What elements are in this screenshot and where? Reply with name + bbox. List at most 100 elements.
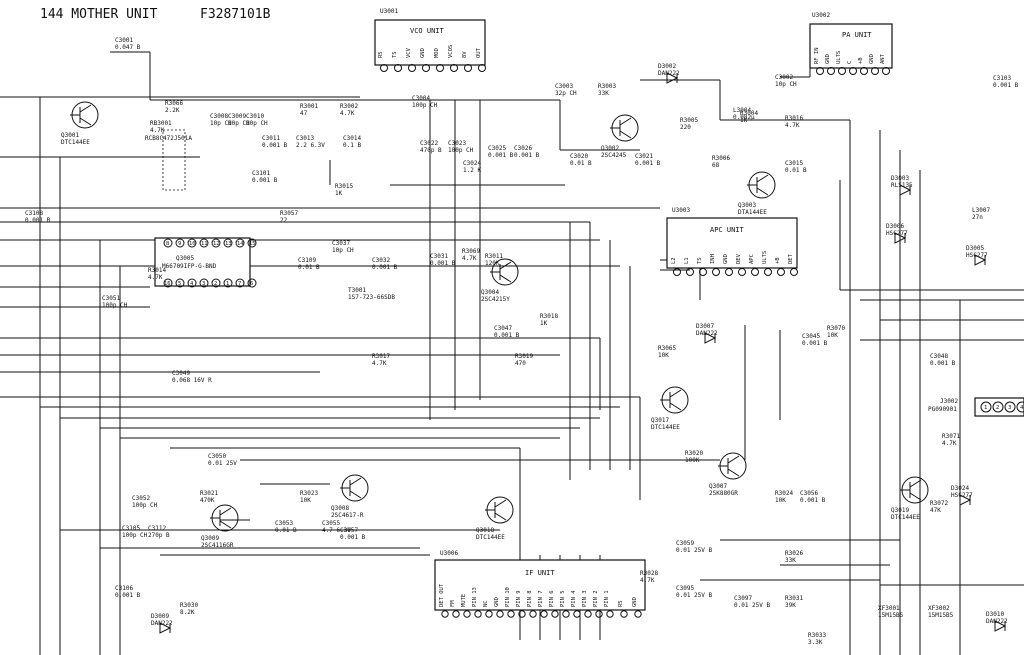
capacitor-ref: C3014 — [343, 135, 361, 142]
resistor-value: 10K — [775, 497, 786, 504]
capacitor-value: 0.01 B — [275, 527, 297, 534]
apc-pin: DEV — [736, 253, 742, 264]
part-number: F3287101B — [200, 7, 271, 22]
vco-pin: VCV — [406, 47, 412, 58]
apc-unit: U3003 APC UNIT L2 L1 TS INH GND DEV APC … — [666, 207, 798, 276]
diode-ref: D3009 — [151, 613, 169, 620]
resistor-ref: R3011 — [485, 253, 503, 260]
pa-pin: GND — [825, 54, 831, 64]
capacitor-value: 0.001 B — [262, 142, 288, 149]
capacitor-value: 0.01 B — [570, 160, 592, 167]
resistor-value: 4.7K — [148, 274, 163, 281]
component-value: 1S7-723-66SDB — [348, 294, 395, 301]
capacitor-ref: C3106 — [115, 585, 133, 592]
capacitor-value: 0.001 B — [930, 360, 956, 367]
ic-pin: 16 — [164, 281, 171, 287]
capacitor-ref: C3095 — [676, 585, 694, 592]
capacitor-ref: C3015 — [785, 160, 803, 167]
component-value: 0.082μ — [733, 114, 755, 121]
apc-pin: GND — [723, 254, 729, 264]
diode-part: HSC277 — [886, 230, 908, 237]
capacitor-ref: C3053 — [275, 520, 293, 527]
capacitor-ref: C3009 — [228, 113, 246, 120]
pa-unit-title: PA UNIT — [842, 31, 872, 39]
diode-ref: D3005 — [966, 245, 984, 252]
capacitor-ref: C3045 — [802, 333, 820, 340]
capacitor-value: 1.2 K — [463, 167, 481, 174]
ic-pin: 5 — [178, 281, 181, 287]
capacitor-value: 2.2 6.3V — [296, 142, 325, 149]
resistor-ref: R3065 — [658, 345, 676, 352]
if-pin: PIN 4 — [571, 590, 577, 607]
capacitor-ref: C3056 — [800, 490, 818, 497]
capacitor-value: 100p CH — [448, 147, 474, 154]
capacitor-value: 270p B — [148, 532, 170, 539]
capacitor-ref: C3052 — [132, 495, 150, 502]
resistor-ref: R3018 — [540, 313, 558, 320]
if-pin: PIN 2 — [593, 590, 599, 607]
capacitor-value: 10p CH — [210, 120, 232, 127]
transistor-ref: Q3002 — [601, 145, 619, 152]
apc-pin: L1 — [684, 257, 690, 264]
capacitor-value: 0.001 B — [252, 177, 278, 184]
resistor-value: 47K — [930, 507, 941, 514]
capacitor-value: 0.1 B — [343, 142, 361, 149]
resistor-ref: R3020 — [685, 450, 703, 457]
diode-part: RLS135 — [891, 182, 913, 189]
resistor-ref: R3001 — [300, 103, 318, 110]
capacitor-value: 0.01 25V B — [734, 602, 771, 609]
ic-pin: 2 — [214, 281, 217, 287]
apc-pin: ULTS — [762, 251, 768, 264]
resistor-value: 47 — [300, 110, 308, 117]
capacitor-ref: C3002 — [775, 74, 793, 81]
transistor-ref: Q3007 — [709, 483, 727, 490]
vco-unit-pins: R5 TS VCV GND MOD VCOS 8V OUT — [378, 45, 482, 58]
capacitor-value: 0.01 25V B — [676, 547, 713, 554]
resistor-value: 1K — [335, 190, 343, 197]
ic-pin: 13 — [225, 241, 232, 247]
pa-unit: U3002 PA UNIT RF IN GND ULTS C +B GND AN… — [809, 12, 893, 75]
apc-pin: TS — [697, 257, 703, 264]
connector-j3002: J3002 PG090901 1 2 3 4 — [928, 397, 1024, 417]
resistor-ref: R3005 — [680, 117, 698, 124]
capacitor-ref: C3101 — [252, 170, 270, 177]
capacitor-value: 0.001 B — [25, 217, 51, 224]
capacitor-ref: C3048 — [930, 353, 948, 360]
component-value: 15M15B5 — [928, 612, 954, 619]
component-ref: XF3002 — [928, 605, 950, 612]
capacitor-ref: C3003 — [555, 83, 573, 90]
diode-part: HSC277 — [951, 492, 973, 499]
resistor-value: 4.7K — [372, 360, 387, 367]
if-unit-ref: U3006 — [440, 550, 458, 557]
capacitor-ref: C3050 — [208, 453, 226, 460]
vco-pin: 8V — [462, 51, 468, 58]
capacitor-ref: C3105 — [122, 525, 140, 532]
